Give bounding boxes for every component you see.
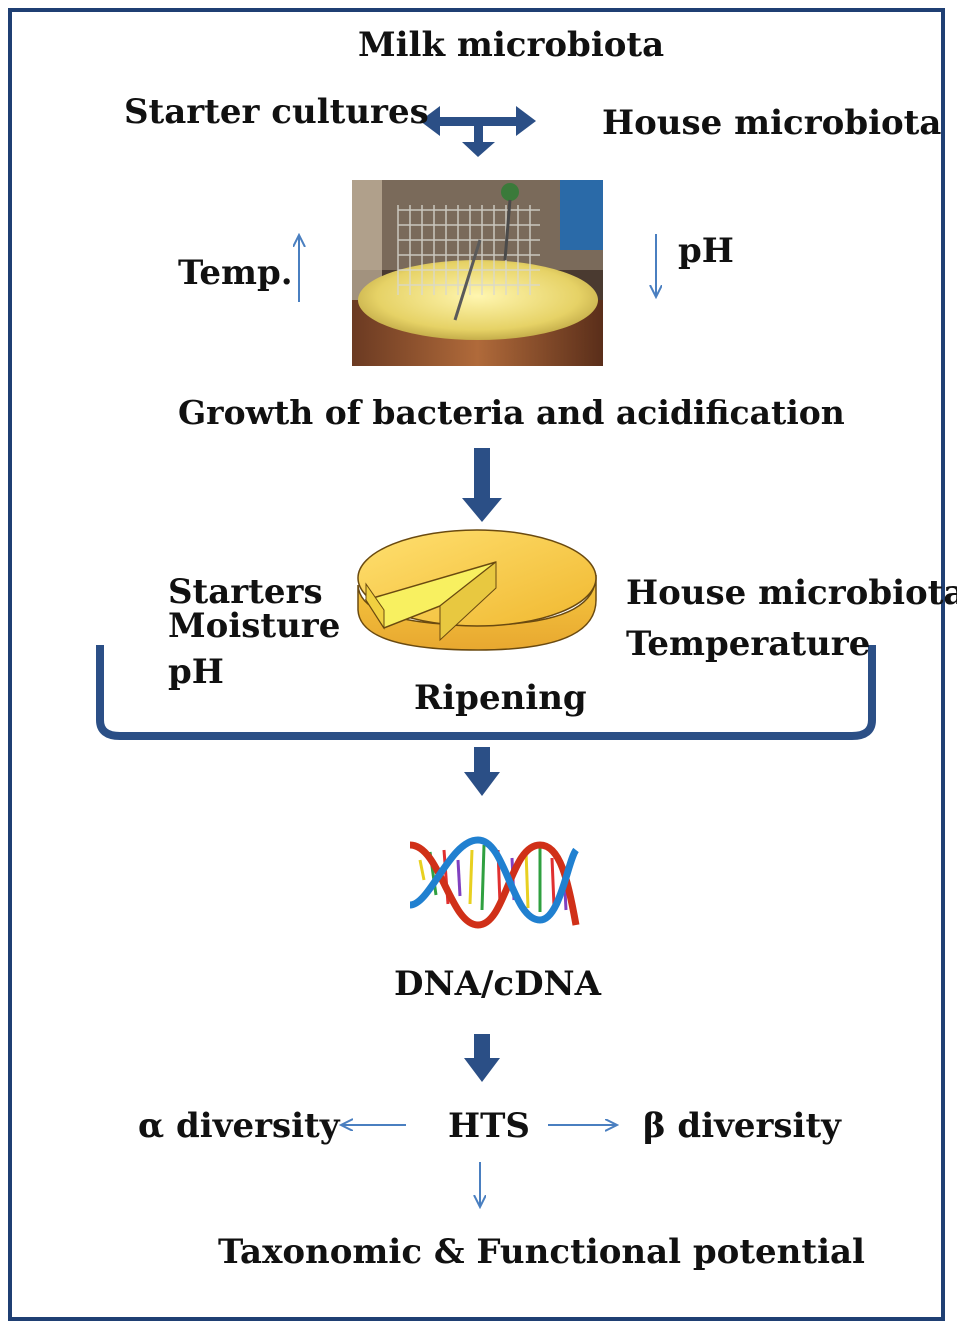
down-arrow-1 <box>462 448 502 522</box>
dna-label: DNA/cDNA <box>394 964 602 1004</box>
growth-label: Growth of bacteria and acidification <box>178 393 845 432</box>
temp-label: Temp. <box>178 253 293 293</box>
dna-helix <box>409 836 580 929</box>
diagram-frame <box>8 8 945 1321</box>
cheese-vat-photo <box>352 180 603 366</box>
ripening-label: Ripening <box>414 678 587 718</box>
cheese-wheel <box>357 529 597 651</box>
house-microbiota-top-label: House microbiota <box>602 103 942 143</box>
hts-label: HTS <box>448 1106 530 1146</box>
ph-left-label: pH <box>168 652 224 692</box>
moisture-label: Moisture <box>168 606 341 646</box>
ripening-bracket <box>96 645 876 740</box>
starters-label: Starters <box>168 572 323 612</box>
temperature-label: Temperature <box>626 624 871 664</box>
house-microbiota-right-label: House microbiota <box>626 573 957 613</box>
taxonomic-functional-label: Taxonomic & Functional potential <box>218 1232 865 1272</box>
alpha-diversity-label: α diversity <box>138 1106 340 1146</box>
down-arrow-3 <box>464 1034 500 1082</box>
beta-diversity-label: β diversity <box>643 1106 841 1146</box>
merge-arrow <box>420 106 536 157</box>
down-arrow-2 <box>464 747 500 796</box>
milk-microbiota-label: Milk microbiota <box>358 25 665 65</box>
starter-cultures-label: Starter cultures <box>124 92 429 132</box>
ph-top-label: pH <box>678 231 734 271</box>
